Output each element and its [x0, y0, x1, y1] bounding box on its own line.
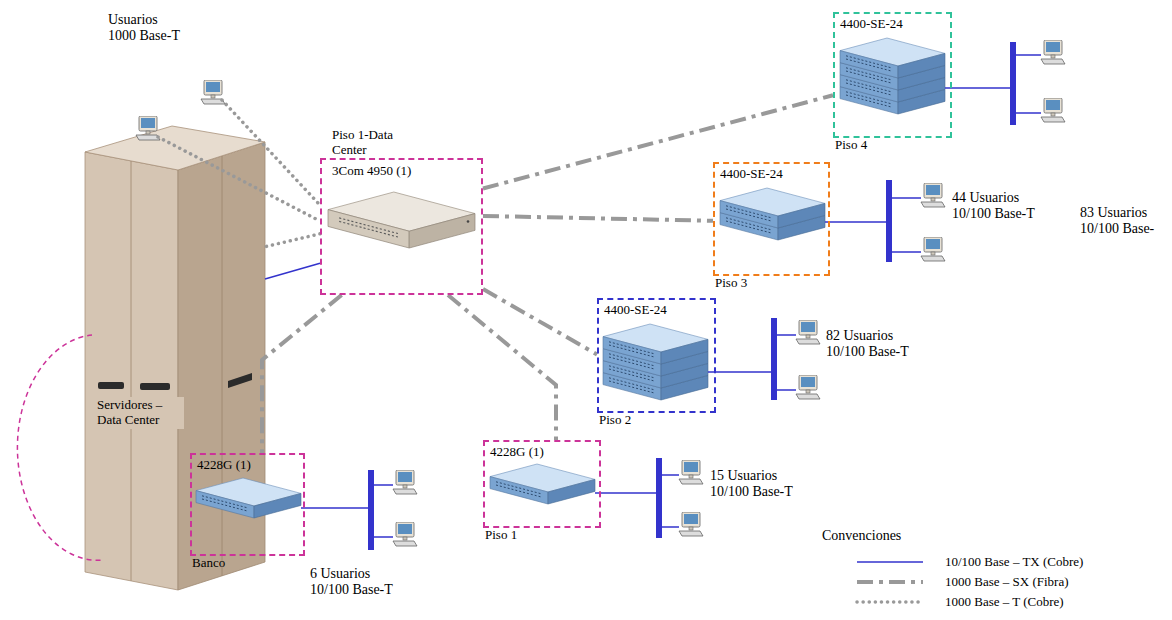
user-count-label: Usuarios 1000 Base-T — [108, 12, 184, 44]
legend-title: Convenciones — [822, 528, 901, 544]
switch-banco — [196, 478, 301, 518]
legend-line — [857, 561, 923, 563]
location-label: Piso 4 — [835, 138, 867, 153]
device-label: 4228G (1) — [197, 458, 251, 473]
switch-stack-piso2 — [603, 324, 708, 400]
device-label: 4228G (1) — [490, 445, 544, 460]
network-link — [483, 216, 713, 221]
device-label: 4400-SE-24 — [604, 303, 667, 318]
switch-box: Piso 1-Data Center3Com 4950 (1) — [320, 158, 483, 295]
switch-stack-piso3 — [720, 188, 825, 240]
legend-line — [857, 580, 923, 584]
user-count-label: 83 Usuarios 10/100 Base- — [1080, 205, 1166, 237]
user-pc — [136, 40, 1065, 546]
switch-piso1 — [490, 464, 595, 504]
gigabit-user-links — [158, 100, 318, 220]
device-label: Servidores – Data Center — [95, 397, 184, 429]
device-label: Piso 1-Data Center — [332, 128, 424, 158]
switch-box: 4400-SE-24Piso 2 — [597, 298, 716, 413]
legend-row: 1000 Base – SX (Fibra) — [855, 572, 1083, 592]
network-link — [483, 95, 833, 188]
user-count-label: 44 Usuarios 10/100 Base-T — [952, 190, 1044, 222]
switch-box: 4400-SE-24Piso 3 — [713, 162, 830, 276]
legend-text: 10/100 Base – TX (Cobre) — [945, 554, 1083, 570]
user-count-label: 15 Usuarios 10/100 Base-T — [710, 468, 802, 500]
legend-row: 1000 Base – T (Cobre) — [855, 592, 1083, 612]
network-link — [265, 234, 320, 247]
location-label: Piso 1 — [485, 528, 517, 543]
legend-sample — [855, 576, 925, 588]
lan-bus-bar — [368, 42, 1016, 550]
server-rack: Servidores – Data Center — [85, 125, 265, 590]
location-label: 3Com 4950 (1) — [332, 164, 411, 179]
switch-box: 4228G (1)Banco — [190, 453, 305, 556]
legend-row: 10/100 Base – TX (Cobre) — [855, 552, 1083, 572]
switch-3com — [328, 192, 475, 248]
legend: 10/100 Base – TX (Cobre) 1000 Base – SX (… — [855, 552, 1083, 612]
location-label: Piso 2 — [599, 413, 631, 428]
network-link — [265, 263, 320, 279]
legend-text: 1000 Base – T (Cobre) — [945, 594, 1064, 610]
switch-stack-piso4 — [840, 38, 945, 114]
device-label: 4400-SE-24 — [840, 17, 903, 32]
location-label: Piso 3 — [715, 276, 747, 291]
legend-text: 1000 Base – SX (Fibra) — [945, 574, 1069, 590]
user-lan-copper — [301, 55, 1041, 537]
network-link — [262, 295, 342, 453]
server-tower — [85, 126, 265, 590]
legend-sample — [855, 596, 925, 608]
legend-sample — [855, 556, 925, 568]
legend-line — [857, 600, 923, 604]
user-count-label: 6 Usuarios 10/100 Base-T — [310, 566, 400, 598]
network-link — [483, 289, 597, 355]
switch-box: 4228G (1)Piso 1 — [483, 440, 601, 528]
device-label: 4400-SE-24 — [720, 167, 783, 182]
datacenter-arc — [17, 335, 104, 560]
user-count-label: 82 Usuarios 10/100 Base-T — [826, 328, 918, 360]
location-label: Banco — [192, 556, 225, 571]
switch-box: 4400-SE-24Piso 4 — [833, 12, 952, 138]
network-link — [448, 295, 556, 440]
